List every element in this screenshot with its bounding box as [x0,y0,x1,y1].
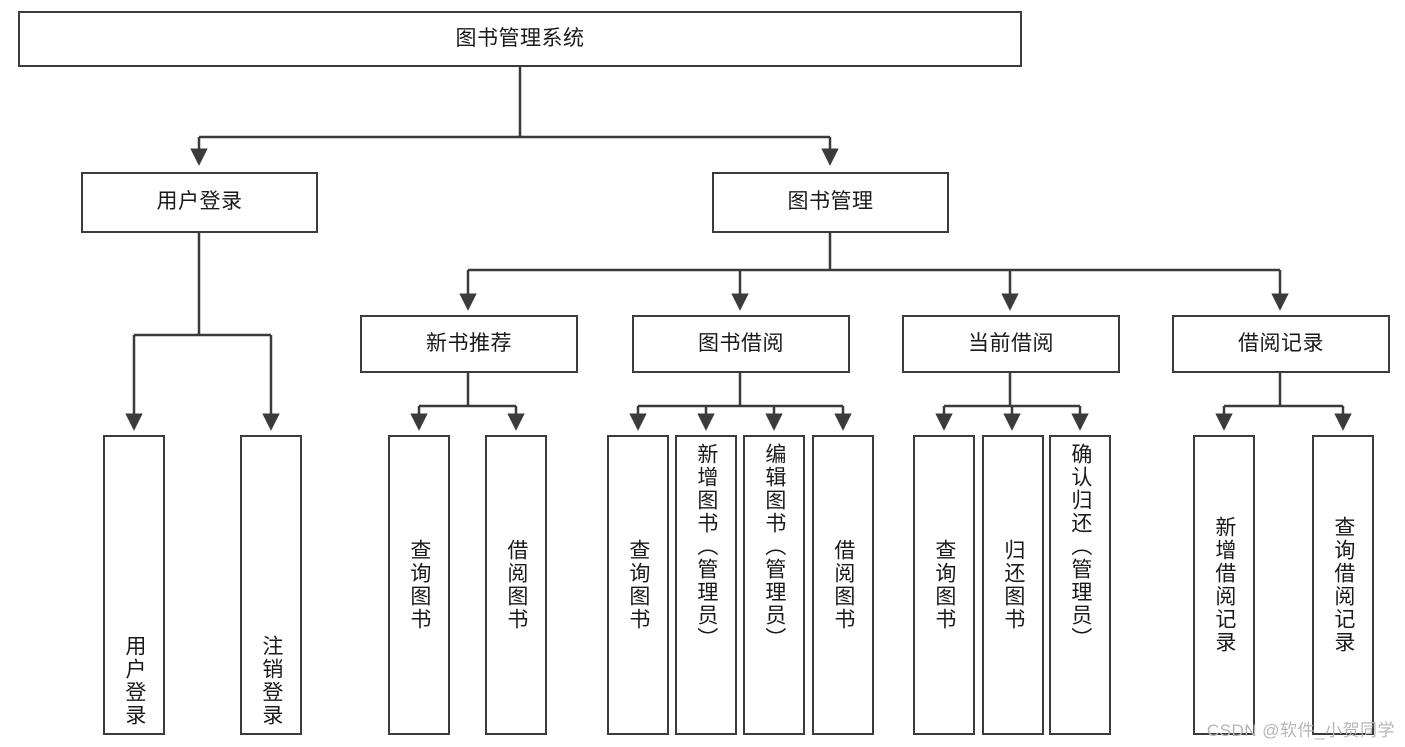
node-user-login[interactable]: 用户登录 [81,172,318,233]
node-book-management[interactable]: 图书管理 [712,172,949,233]
node-label: 借阅记录 [1238,331,1324,355]
leaf-new-book-query-book[interactable]: 查询图书 [388,435,450,735]
leaf-current-borrow-return-book[interactable]: 归还图书 [982,435,1044,735]
node-root-book-management-system[interactable]: 图书管理系统 [18,11,1022,67]
node-book-borrow[interactable]: 图书借阅 [632,315,850,373]
leaf-current-borrow-query-book[interactable]: 查询图书 [913,435,975,735]
node-label: 用户登录 [122,635,146,727]
node-label: 确认归还（管理员） [1068,443,1092,650]
node-label: 查询图书 [626,539,650,631]
leaf-user-login-signout[interactable]: 注销登录 [240,435,302,735]
node-borrow-record[interactable]: 借阅记录 [1172,315,1390,373]
node-label: 借阅图书 [504,539,528,631]
leaf-borrow-record-query-record[interactable]: 查询借阅记录 [1312,435,1374,735]
leaf-book-borrow-borrow-book[interactable]: 借阅图书 [812,435,874,735]
leaf-book-borrow-query-book[interactable]: 查询图书 [607,435,669,735]
watermark-text: CSDN @软件_小贺同学 [1206,721,1395,740]
node-new-book-recommend[interactable]: 新书推荐 [360,315,578,373]
leaf-borrow-record-add-record[interactable]: 新增借阅记录 [1193,435,1255,735]
node-label: 查询图书 [932,539,956,631]
leaf-new-book-borrow-book[interactable]: 借阅图书 [485,435,547,735]
node-label: 新增图书（管理员） [694,443,718,650]
node-label: 归还图书 [1001,539,1025,631]
node-label: 编辑图书（管理员） [762,443,786,650]
node-label: 图书借阅 [698,331,784,355]
node-label: 图书管理 [787,190,874,214]
leaf-user-login-signin[interactable]: 用户登录 [103,435,165,735]
node-label: 新书推荐 [426,331,512,355]
node-label: 用户登录 [156,190,243,214]
node-current-borrow[interactable]: 当前借阅 [902,315,1120,373]
node-label: 借阅图书 [831,539,855,631]
leaf-current-borrow-confirm-return-admin[interactable]: 确认归还（管理员） [1049,435,1111,735]
leaf-book-borrow-add-book-admin[interactable]: 新增图书（管理员） [675,435,737,735]
node-label: 当前借阅 [968,331,1054,355]
node-label: 查询借阅记录 [1331,516,1355,654]
node-label: 图书管理系统 [455,26,585,50]
leaf-book-borrow-edit-book-admin[interactable]: 编辑图书（管理员） [743,435,805,735]
node-label: 新增借阅记录 [1212,516,1236,654]
node-label: 查询图书 [407,539,431,631]
node-label: 注销登录 [259,635,283,727]
